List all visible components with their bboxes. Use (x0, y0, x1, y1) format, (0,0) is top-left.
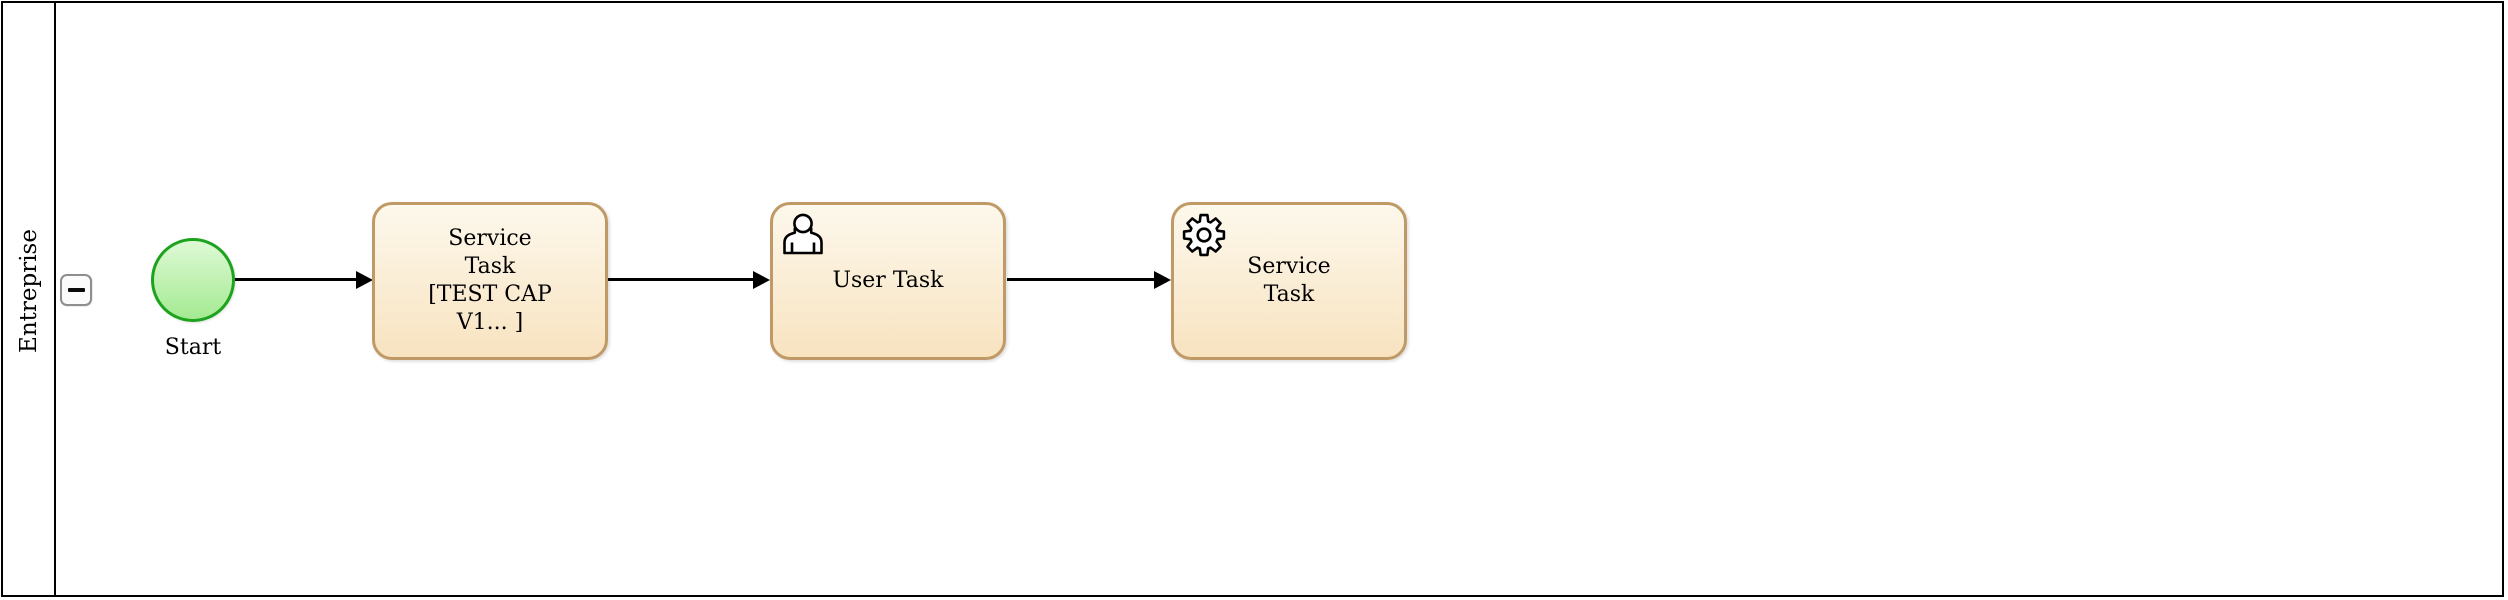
arrowhead-icon (356, 270, 373, 289)
task-service-1[interactable]: Service Task [TEST CAP V1... ] (372, 202, 608, 360)
task-label: User Task (832, 268, 944, 293)
task-label: Service Task [TEST CAP V1... ] (428, 226, 552, 335)
task-user[interactable]: User Task (770, 202, 1006, 360)
lane-label: Entreprise (16, 229, 42, 353)
sequence-flow-1[interactable] (235, 278, 358, 281)
arrowhead-icon (753, 270, 770, 289)
start-event-label: Start (164, 335, 222, 360)
collapse-button[interactable] (60, 274, 92, 306)
start-event[interactable] (151, 238, 235, 322)
sequence-flow-3[interactable] (1007, 278, 1156, 281)
minus-icon (67, 287, 85, 293)
sequence-flow-2[interactable] (608, 278, 755, 281)
arrowhead-icon (1154, 270, 1171, 289)
user-icon (783, 213, 823, 255)
lane-header-divider (54, 3, 56, 595)
task-service-2[interactable]: Service Task (1171, 202, 1407, 360)
task-label: Service Task (1247, 254, 1331, 307)
gear-icon (1182, 213, 1226, 257)
